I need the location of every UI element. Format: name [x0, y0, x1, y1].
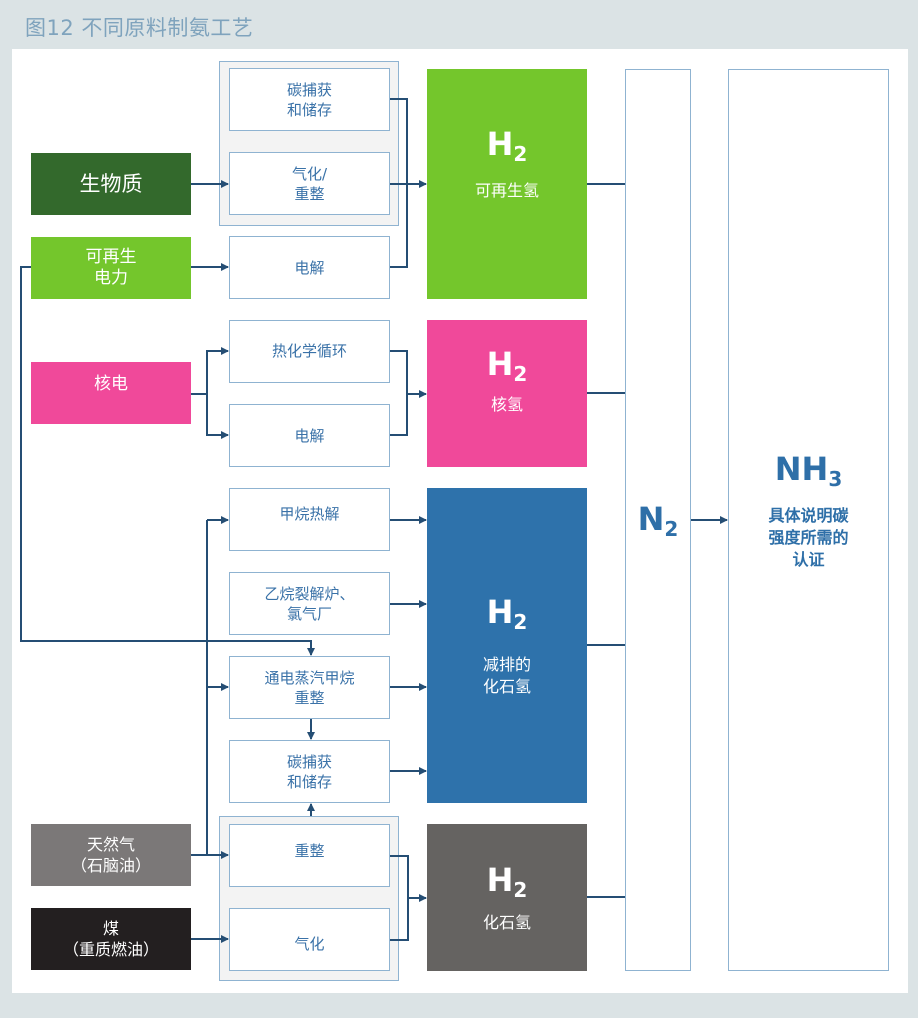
process-ccs-fossil-label: 碳捕获 和储存: [286, 752, 332, 791]
source-nuclear: 核电: [31, 362, 191, 424]
process-gasification-label: 气化: [294, 935, 325, 953]
source-coal: 煤 （重质燃油）: [31, 908, 191, 970]
h2-fossil-label: 化石氢: [482, 912, 531, 932]
process-gasification-reforming-label: 气化/ 重整: [291, 164, 328, 203]
h2-renewable-label: 可再生氢: [474, 181, 539, 200]
process-electrolysis-renewable-label: 电解: [294, 258, 325, 277]
h2-low-carbon-fossil-label: 减排的 化石氢: [482, 654, 531, 696]
source-renewable-power: 可再生 电力: [31, 237, 191, 299]
process-electric-smr: 通电蒸汽甲烷 重整: [229, 656, 390, 719]
ammonia-column: NH3 具体说明碳 强度所需的 认证: [728, 69, 889, 971]
process-methane-pyrolysis: 甲烷热解: [229, 488, 390, 551]
h2-fossil-formula: H2: [486, 860, 528, 902]
process-thermochemical-cycle: 热化学循环: [229, 320, 390, 383]
h2-low-carbon-fossil-formula: H2: [486, 592, 528, 634]
source-nuclear-label: 核电: [94, 374, 128, 394]
h2-nuclear: H2 核氢: [427, 320, 587, 467]
source-biomass-label: 生物质: [79, 171, 143, 196]
ammonia-formula: NH3: [774, 449, 843, 491]
process-reforming-label: 重整: [294, 842, 325, 860]
source-biomass: 生物质: [31, 153, 191, 215]
nitrogen-formula: N2: [637, 499, 679, 541]
process-ethane-cracker-label: 乙烷裂解炉、 氯气厂: [264, 584, 355, 623]
h2-renewable-formula: H2: [486, 125, 528, 166]
h2-fossil: H2 化石氢: [427, 824, 587, 971]
ammonia-description: 具体说明碳 强度所需的 认证: [768, 505, 849, 569]
process-gasification: 气化: [229, 908, 390, 971]
process-electrolysis-renewable: 电解: [229, 236, 390, 299]
process-ethane-cracker: 乙烷裂解炉、 氯气厂: [229, 572, 390, 635]
source-renewable-power-label: 可再生 电力: [85, 247, 137, 288]
process-ccs-biomass-label: 碳捕获 和储存: [286, 80, 332, 119]
process-gasification-reforming: 气化/ 重整: [229, 152, 390, 215]
process-ccs-fossil: 碳捕获 和储存: [229, 740, 390, 803]
source-natural-gas: 天然气 （石脑油）: [31, 824, 191, 886]
h2-renewable: H2 可再生氢: [427, 69, 587, 299]
source-coal-label: 煤 （重质燃油）: [62, 919, 159, 959]
h2-nuclear-label: 核氢: [490, 394, 523, 414]
process-ccs-biomass: 碳捕获 和储存: [229, 68, 390, 131]
process-electrolysis-nuclear-label: 电解: [294, 426, 325, 445]
nitrogen-column: N2: [625, 69, 691, 971]
h2-low-carbon-fossil: H2 减排的 化石氢: [427, 488, 587, 803]
process-thermochemical-cycle-label: 热化学循环: [271, 342, 347, 360]
process-electric-smr-label: 通电蒸汽甲烷 重整: [264, 668, 355, 707]
h2-nuclear-formula: H2: [486, 344, 528, 386]
source-natural-gas-label: 天然气 （石脑油）: [70, 835, 151, 875]
process-methane-pyrolysis-label: 甲烷热解: [279, 505, 340, 523]
figure-title: 图12 不同原料制氨工艺: [25, 16, 254, 40]
process-electrolysis-nuclear: 电解: [229, 404, 390, 467]
process-reforming: 重整: [229, 824, 390, 887]
